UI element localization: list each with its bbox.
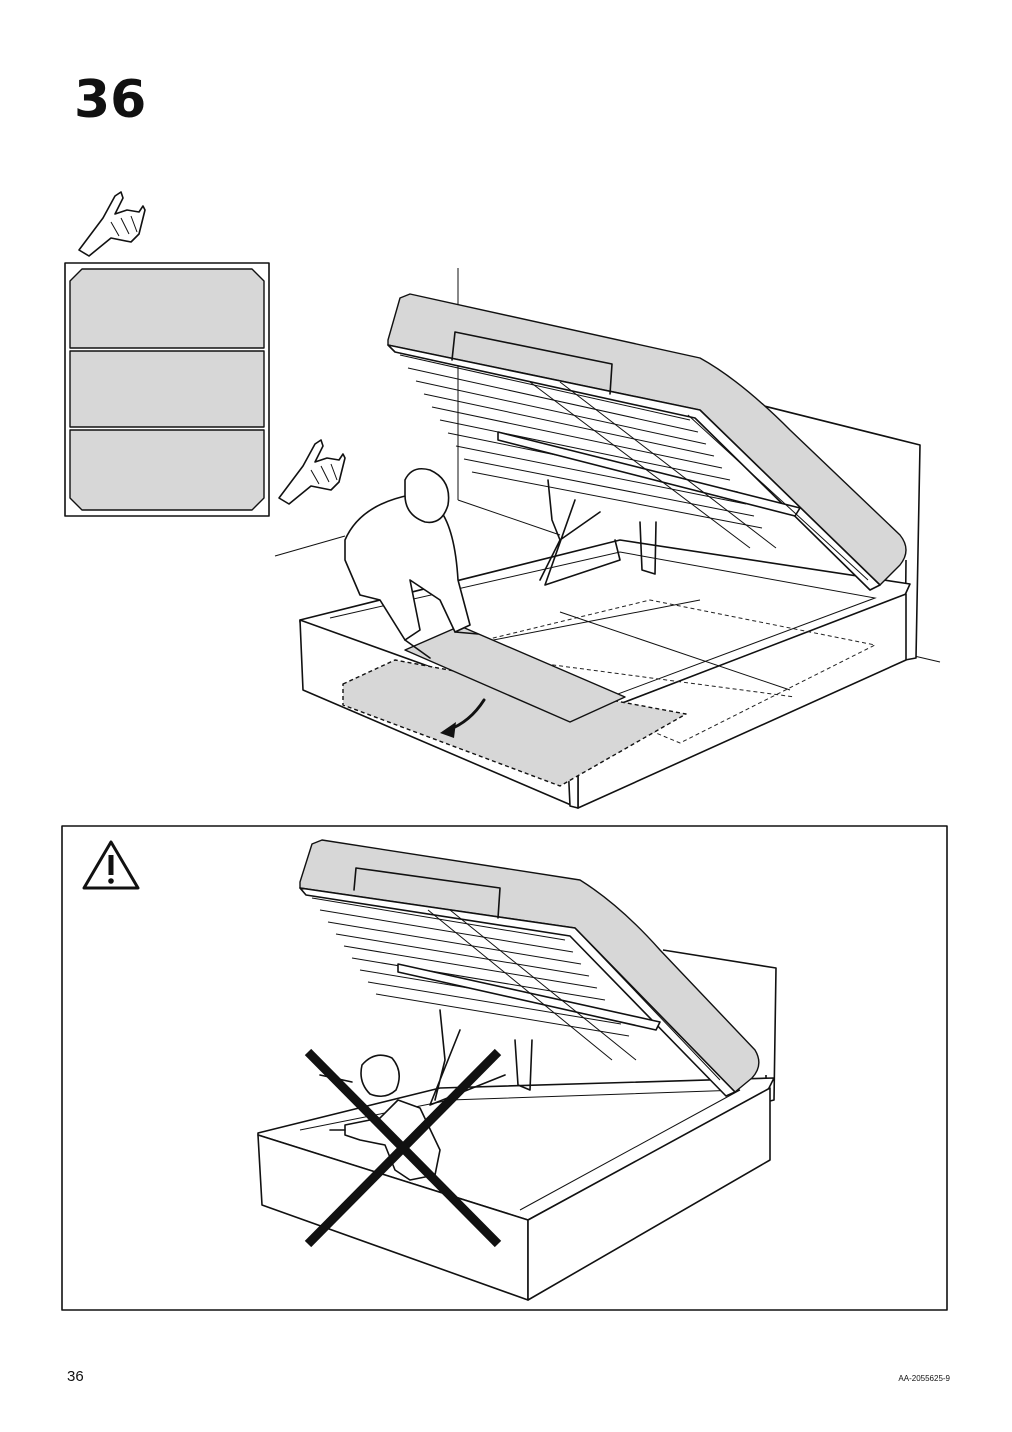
hand-press-icon bbox=[278, 439, 346, 505]
bed-warning-illustration bbox=[257, 839, 777, 1301]
legend-panel-1 bbox=[69, 268, 265, 349]
step-number: 36 bbox=[74, 70, 147, 130]
bed-lifted-illustration bbox=[274, 268, 941, 809]
warning-frame bbox=[61, 825, 948, 1311]
legend-panel-2 bbox=[69, 350, 265, 428]
warning-triangle-icon bbox=[82, 840, 140, 890]
page-number: 36 bbox=[67, 1368, 84, 1385]
document-code: AA-2055625-9 bbox=[898, 1374, 950, 1383]
hand-press-icon bbox=[78, 191, 146, 257]
legend-panel-3 bbox=[69, 429, 265, 511]
panel-legend bbox=[64, 262, 270, 517]
prohibit-cross-icon bbox=[304, 1048, 502, 1248]
